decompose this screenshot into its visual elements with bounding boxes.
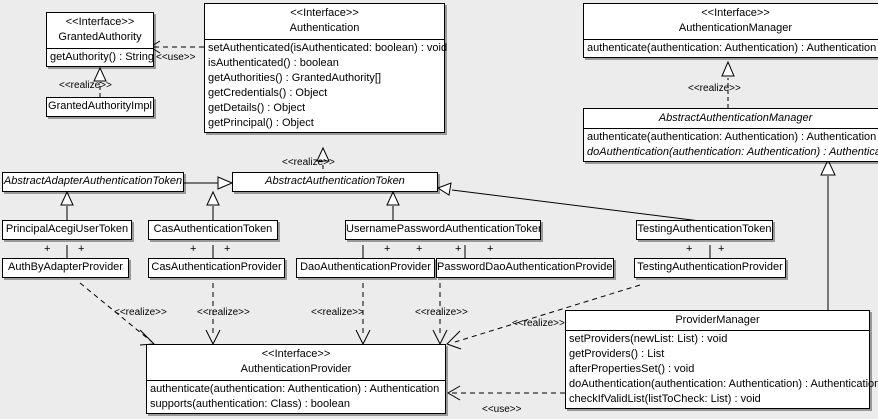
relationship-label-realize-cas-provider: <<realize>>: [197, 307, 250, 318]
class-header: <<Interface>> AuthenticationProvider: [147, 345, 445, 380]
relationship-label-realize-abstract-auth-token: <<realize>>: [282, 157, 335, 168]
relationship-label-realize-dao-provider: <<realize>>: [311, 307, 364, 318]
method-compartment: getAuthority() : String: [47, 48, 154, 66]
relationship-label-realize-abstract-auth-manager: <<realize>>: [688, 83, 741, 94]
class-testing-authentication-provider[interactable]: TestingAuthenticationProvider: [634, 258, 786, 278]
class-name: GrantedAuthority: [58, 31, 142, 43]
method-item: getDetails() : Object: [208, 102, 306, 114]
method-item: isAuthenticated() : boolean: [208, 57, 339, 69]
class-name: TestingAuthenticationProvider: [637, 261, 783, 273]
method-item: setProviders(newList: List) : void: [569, 333, 728, 345]
class-name: CasAuthenticationToken: [153, 223, 273, 235]
relationship-label-realize-auth-by-adapter: <<realize>>: [114, 307, 167, 318]
class-password-dao-authentication-provider[interactable]: PasswordDaoAuthenticationProvider: [436, 258, 614, 278]
method-item: authenticate(authentication: Authenticat…: [150, 383, 440, 395]
class-header: <<Interface>> AuthenticationManager: [584, 4, 878, 39]
stereotype-label: <<Interface>>: [701, 7, 770, 19]
class-abstract-authentication-token[interactable]: AbstractAuthenticationToken: [232, 172, 438, 192]
class-granted-authority[interactable]: <<Interface>> GrantedAuthority getAuthor…: [46, 12, 154, 67]
class-abstract-authentication-manager[interactable]: AbstractAuthenticationManager authentica…: [583, 108, 878, 162]
method-item: getCredentials() : Object: [208, 87, 328, 99]
method-item: getPrincipal() : Object: [208, 117, 314, 129]
class-header: ProviderManager: [566, 311, 869, 330]
class-authentication[interactable]: <<Interface>> Authentication setAuthenti…: [204, 3, 448, 133]
method-item: authenticate(authentication: Authenticat…: [587, 42, 877, 54]
class-provider-manager[interactable]: ProviderManager setProviders(newList: Li…: [565, 310, 878, 409]
class-name: UsernamePasswordAuthenticationToken: [346, 223, 541, 235]
class-header: <<Interface>> GrantedAuthority: [47, 13, 153, 48]
relationship-label-realize-testing-provider: <<realize>>: [512, 318, 565, 329]
class-name: CasAuthenticationProvider: [151, 261, 282, 273]
association-marker-plus: +: [416, 243, 423, 255]
method-compartment: authenticate(authentication: Authenticat…: [147, 380, 445, 413]
class-username-password-authentication-token[interactable]: UsernamePasswordAuthenticationToken: [345, 220, 541, 240]
class-header: AbstractAuthenticationManager: [584, 109, 878, 128]
method-compartment: setProviders(newList: List) : void getPr…: [566, 330, 878, 408]
class-name: GrantedAuthorityImpl: [48, 100, 152, 112]
class-name: AuthByAdapterProvider: [8, 261, 123, 273]
stereotype-label: <<Interface>>: [261, 348, 331, 360]
relationship-label-use-granted-authority: <<use>>: [156, 52, 196, 63]
association-marker-plus: +: [455, 243, 462, 255]
class-name: AbstractAuthenticationManager: [658, 112, 813, 124]
association-marker-plus: +: [190, 243, 197, 255]
class-name: ProviderManager: [675, 314, 760, 326]
class-name: PrincipalAcegiUserToken: [5, 223, 129, 235]
class-name: PasswordDaoAuthenticationProvider: [437, 261, 614, 273]
method-item: supports(authentication: Class) : boolea…: [150, 398, 350, 410]
method-item: getAuthority() : String: [50, 51, 154, 63]
association-marker-plus: +: [78, 243, 85, 255]
class-auth-by-adapter-provider[interactable]: AuthByAdapterProvider: [2, 258, 129, 278]
class-cas-authentication-provider[interactable]: CasAuthenticationProvider: [148, 258, 285, 278]
method-compartment: authenticate(authentication: Authenticat…: [584, 128, 878, 161]
method-item: getAuthorities() : GrantedAuthority[]: [208, 72, 382, 84]
class-principal-acegi-user-token[interactable]: PrincipalAcegiUserToken: [2, 220, 132, 240]
method-item: afterPropertiesSet() : void: [569, 363, 695, 375]
association-marker-plus: +: [224, 243, 231, 255]
association-marker-plus: +: [487, 243, 494, 255]
class-authentication-manager[interactable]: <<Interface>> AuthenticationManager auth…: [583, 3, 878, 58]
association-marker-plus: +: [44, 243, 51, 255]
association-marker-plus: +: [384, 243, 391, 255]
stereotype-label: <<Interface>>: [290, 7, 359, 19]
class-granted-authority-impl[interactable]: GrantedAuthorityImpl: [46, 97, 154, 117]
stereotype-label: <<Interface>>: [65, 16, 135, 28]
method-compartment: setAuthenticated(isAuthenticated: boolea…: [205, 39, 448, 132]
class-name: AbstractAuthenticationToken: [265, 175, 405, 187]
class-name: Authentication: [289, 22, 360, 34]
method-item: doAuthentication(authentication: Authent…: [569, 378, 878, 390]
class-name: AuthenticationProvider: [240, 363, 352, 375]
method-item: setAuthenticated(isAuthenticated: boolea…: [208, 42, 448, 54]
class-testing-authentication-token[interactable]: TestingAuthenticationToken: [636, 220, 773, 240]
method-item: authenticate(authentication: Authenticat…: [587, 131, 877, 143]
relationship-label-realize-granted-authority-impl: <<realize>>: [59, 80, 112, 91]
association-marker-plus: +: [718, 243, 725, 255]
class-name: DaoAuthenticationProvider: [300, 261, 431, 273]
association-marker-plus: +: [686, 243, 693, 255]
method-item: doAuthentication(authentication: Authent…: [587, 146, 878, 158]
class-dao-authentication-provider[interactable]: DaoAuthenticationProvider: [296, 258, 435, 278]
class-name: AbstractAdapterAuthenticationToken: [3, 175, 183, 187]
class-abstract-adapter-authentication-token[interactable]: AbstractAdapterAuthenticationToken: [2, 172, 184, 192]
class-header: <<Interface>> Authentication: [205, 4, 444, 39]
relationship-label-use-provider-manager: <<use>>: [482, 404, 522, 415]
relationship-label-realize-password-dao-provider: <<realize>>: [415, 307, 468, 318]
class-name: AuthenticationManager: [678, 22, 793, 34]
class-cas-authentication-token[interactable]: CasAuthenticationToken: [148, 220, 278, 240]
method-item: checkIfValidList(listToCheck: List) : vo…: [569, 393, 761, 405]
class-authentication-provider[interactable]: <<Interface>> AuthenticationProvider aut…: [146, 344, 446, 414]
method-compartment: authenticate(authentication: Authenticat…: [584, 39, 878, 57]
class-name: TestingAuthenticationToken: [637, 223, 772, 235]
method-item: getProviders() : List: [569, 348, 665, 360]
